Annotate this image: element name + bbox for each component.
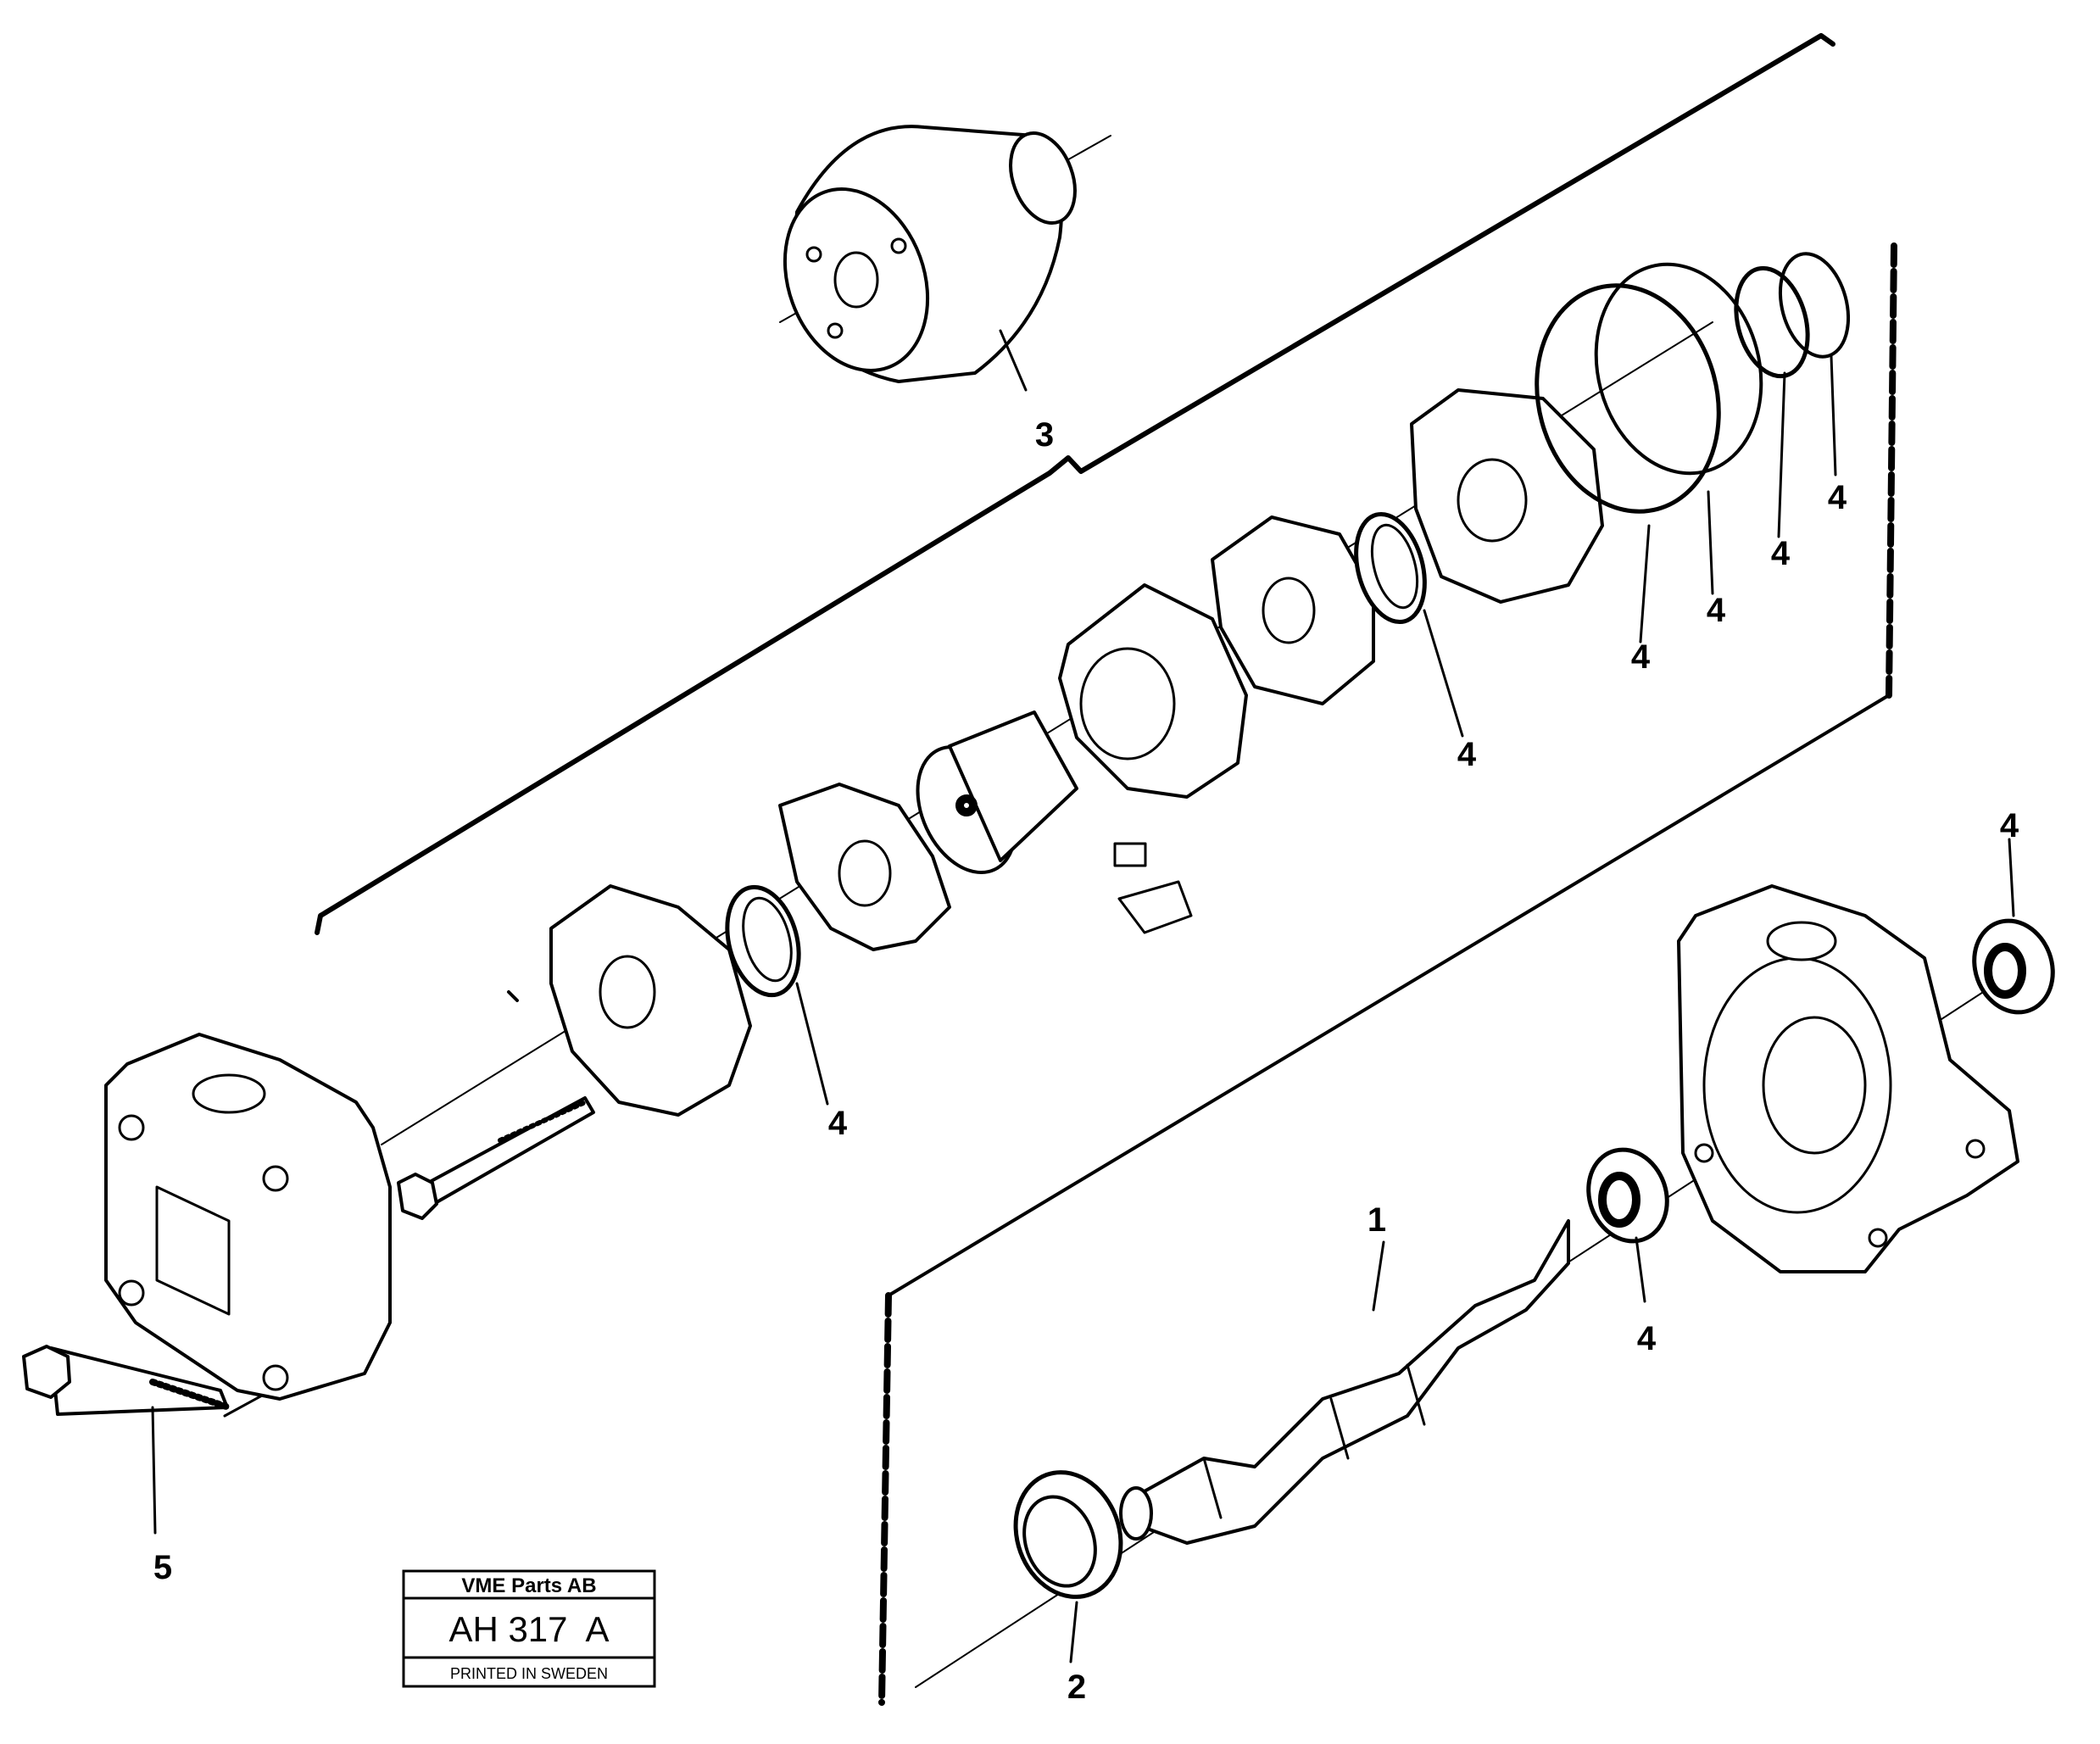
bearing-front [1013,1470,1123,1599]
title-block-company: VME Parts AB [461,1574,596,1597]
drive-shaft [1119,1219,1570,1545]
title-block-printed: PRINTED IN SWEDEN [450,1665,608,1682]
bolt-long [397,1096,595,1220]
backup-ring-small [1778,252,1851,359]
o-ring-large [1535,283,1721,514]
front-housing [1677,884,2019,1273]
callout-o-ring-small: 4 [1771,535,1791,572]
bearing-shaft-mid [1586,1147,1669,1244]
title-block-drawing-number: AH 317 A [448,1609,609,1649]
callout-bolt: 5 [153,1549,172,1586]
rear-housing [104,1033,392,1401]
cam-ring [1058,583,1248,799]
port-plate-left [507,884,752,1117]
seal-ring-left [725,884,801,998]
side-plate-left [778,783,951,951]
rotor [916,710,1078,875]
callout-cartridge-kit: 3 [1035,416,1054,454]
callout-backup-ring-large: 4 [1707,592,1726,629]
callout-backup-ring-small: 4 [1828,479,1847,516]
leader-lines [151,329,2015,1663]
backup-ring-large [1594,262,1763,476]
callout-seal-port-left: 4 [828,1105,848,1142]
callout-shaft: 1 [1368,1201,1386,1239]
cartridge-group-bracket [315,33,1835,935]
callout-front-bearing: 2 [1067,1669,1086,1706]
callout-bearing-mid: 4 [1637,1320,1657,1357]
shaft-group-frame [878,242,1897,1706]
o-ring-small [1734,265,1810,379]
callout-o-ring-large: 4 [1631,638,1651,676]
seal-ring-right [1354,511,1427,625]
callout-seal-port-right: 4 [1457,736,1477,773]
vane-pieces [1113,842,1193,934]
callout-bearing-rear: 4 [2000,807,2019,844]
pump-cartridge-assembly [783,125,1077,383]
bearing-rear-housing [1972,918,2055,1015]
title-block: VME Parts AB AH 317 A PRINTED IN SWEDEN [402,1569,656,1688]
side-plate-right [1211,515,1375,705]
port-plate-right [1410,388,1604,604]
